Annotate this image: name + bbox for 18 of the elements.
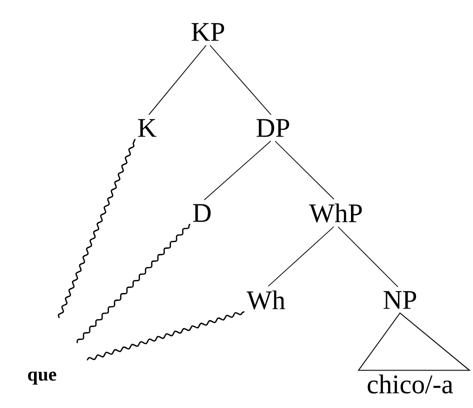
branch-line — [204, 140, 272, 200]
category-label: WhP — [309, 203, 362, 223]
wavy-line — [76, 224, 191, 344]
category-label: NP — [384, 291, 416, 309]
category-label: Wh — [246, 290, 286, 310]
branch-line — [274, 140, 334, 200]
branch-line — [148, 44, 206, 116]
terminal-label: chico/-a — [368, 374, 453, 394]
category-label: K — [138, 119, 156, 137]
category-label: D — [193, 204, 211, 222]
category-label: KP — [192, 23, 224, 41]
branch-line — [210, 44, 272, 116]
wavy-line — [58, 138, 136, 318]
branch-line — [268, 226, 334, 287]
category-label: DP — [256, 119, 290, 137]
word-label: que — [28, 371, 56, 385]
branch-line — [338, 226, 398, 288]
wavy-line — [86, 311, 245, 360]
